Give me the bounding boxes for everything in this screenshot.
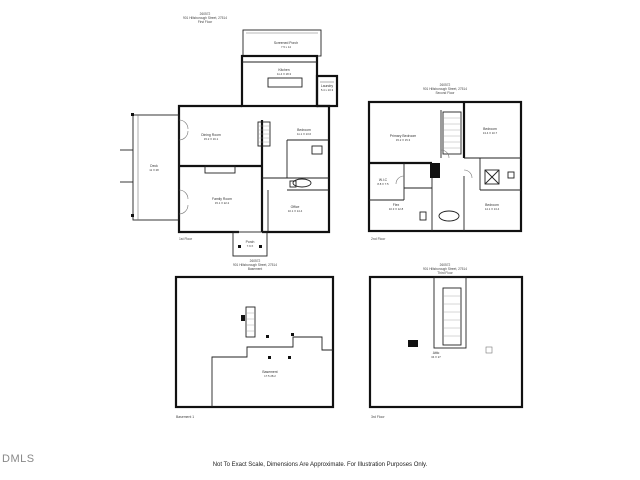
porch-dim: 7.9 X <box>247 244 254 248</box>
kitchen-label: Kitchen <box>278 68 289 72</box>
basement-header-level: Basement <box>248 267 262 271</box>
deck-outline <box>132 114 180 221</box>
screened-porch-dim: 7.5 x 14 <box>281 45 291 49</box>
flex-label: Flex <box>393 203 400 207</box>
laundry-label: Laundry <box>321 84 334 88</box>
basement-outline <box>174 275 335 409</box>
family-room-label: Family Room <box>212 197 232 201</box>
primary-bedroom-dim: 15.2 X 15.3 <box>396 138 411 142</box>
screened-porch-label: Screened Porch <box>274 41 298 45</box>
attic-dim: 34 X 27 <box>431 355 441 359</box>
basement-header-address: 901 Hillsborough Street, 27514 <box>233 263 277 267</box>
first-floor-label: 1st Floor <box>179 237 193 241</box>
basement-plan: 260572 901 Hillsborough Street, 27514 Ba… <box>174 259 335 419</box>
disclaimer-note: Not To Exact Scale, Dimensions Are Appro… <box>213 462 428 468</box>
laundry-dim: 5.4 x 10.3 <box>321 88 334 92</box>
dining-room-label: Dining Room <box>201 133 221 137</box>
second-floor-header-level: Second Floor <box>436 91 456 95</box>
basement-room-label: Basement <box>262 370 277 374</box>
bedroom-3-label: Bedroom <box>485 203 499 207</box>
second-floor-plan: 260572 901 Hillsborough Street, 27514 Se… <box>367 83 523 241</box>
deck-dim: 11 X 28 <box>149 168 159 172</box>
third-floor-label: 3rd Floor <box>371 415 385 419</box>
wic-label: W.I.C <box>379 178 388 182</box>
family-room-dim: 15.1 X 22.2 <box>215 201 230 205</box>
third-floor-header-address: 901 Hillsborough Street, 27514 <box>423 267 467 271</box>
kitchen-walls <box>240 54 319 108</box>
third-floor-header-id: 260572 <box>440 263 451 267</box>
dmls-logo: DMLS <box>2 453 35 465</box>
deck-label: Deck <box>150 164 158 168</box>
first-floor-east-wall <box>262 104 331 234</box>
second-floor-label: 2nd Floor <box>371 237 386 241</box>
first-floor-header-id: 260572 <box>200 12 211 16</box>
bedroom-1-dim: 11.1 X 13.6 <box>297 132 312 136</box>
office-label: Office <box>291 205 300 209</box>
flex-dim: 10.3 X 12.8 <box>389 207 404 211</box>
second-floor-outline <box>367 100 523 233</box>
second-floor-header-address: 901 Hillsborough Street, 27514 <box>423 87 467 91</box>
attic-label: Attic <box>433 351 440 355</box>
dining-room-dim: 15.2 X 16.1 <box>204 137 219 141</box>
first-floor-plan: 260572 901 Hillsborough Street, 27514 Fi… <box>120 12 339 257</box>
office-dim: 10.1 X 14.4 <box>288 209 303 213</box>
primary-bedroom-label: Primary Bedroom <box>390 134 417 138</box>
porch-outline <box>232 231 268 257</box>
wic-dim: 8.8 X 7.5 <box>377 182 389 186</box>
porch-label: Porch <box>246 240 255 244</box>
basement-room-dim: 17.5 28.2 <box>264 374 276 378</box>
bedroom-1-label: Bedroom <box>297 128 311 132</box>
first-floor-west-wall <box>177 104 242 234</box>
basement-label: Basement 1 <box>176 415 194 419</box>
bedroom-2-label: Bedroom <box>483 127 497 131</box>
bedroom-2-dim: 13.4 X 10.7 <box>483 131 498 135</box>
third-floor-plan: 260572 901 Hillsborough Street, 27514 Th… <box>368 263 524 419</box>
first-floor-header-address: 901 Hillsborough Street, 27514 <box>183 16 227 20</box>
third-floor-outline <box>368 275 524 409</box>
first-floor-header-level: First Floor <box>198 20 213 24</box>
bedroom-3-dim: 14.1 X 13.4 <box>485 207 500 211</box>
basement-header-id: 260572 <box>250 259 261 263</box>
kitchen-dim: 11.4 X 18.3 <box>277 72 292 76</box>
second-floor-header-id: 260572 <box>440 83 451 87</box>
third-floor-header-level: Third Floor <box>437 271 453 275</box>
